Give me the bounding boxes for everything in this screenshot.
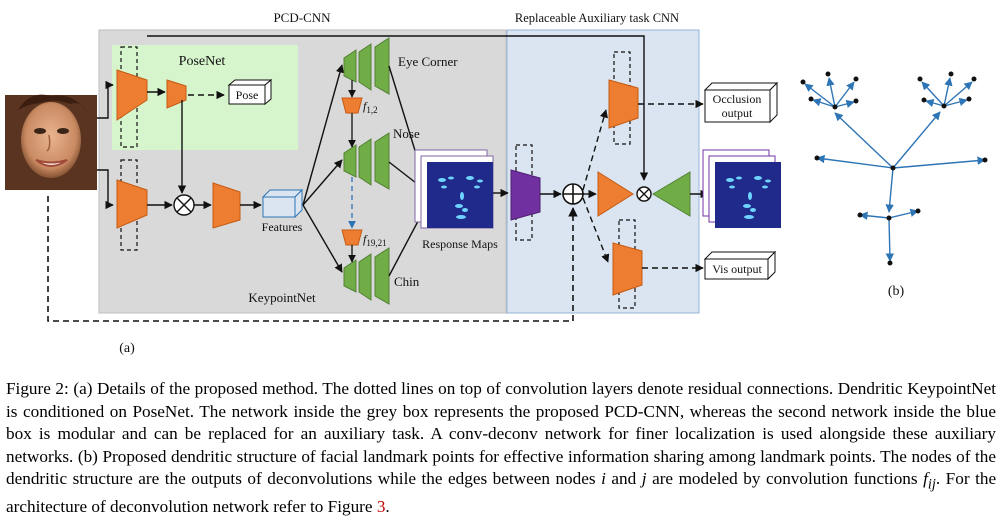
eye-corner-label: Eye Corner (398, 54, 458, 69)
nose-deconv-stack (343, 132, 390, 190)
pose-output-box (227, 78, 273, 106)
posenet-conv-layer (116, 46, 148, 148)
auxiliary-blue-box (506, 29, 700, 314)
skip-connection-dashed (47, 196, 578, 322)
caption-f-symbol: f (923, 469, 928, 489)
eye-corner-deconv-stack (343, 37, 390, 95)
multiply-node-1 (173, 194, 195, 216)
features-block (261, 188, 304, 219)
panel-b-label: (b) (888, 284, 905, 299)
caption-label: Figure 2: (6, 379, 69, 398)
keypointnet-label: KeypointNet (248, 290, 316, 305)
multiply-node-2 (636, 186, 652, 202)
vis-conv-layer (612, 219, 643, 309)
occlusion-conv-layer (608, 51, 639, 145)
caption-var-j: j (641, 469, 647, 489)
chin-label: Chin (394, 274, 420, 289)
response-maps-stack (414, 149, 494, 229)
caption-text-part1: (a) Details of the proposed method. The … (6, 379, 997, 489)
caption-and: and (611, 469, 637, 489)
caption-f-subscript: ij (927, 476, 936, 493)
panel-a-label: (a) (119, 341, 135, 356)
caption-var-i: i (601, 469, 606, 489)
aux-cnn-title: Replaceable Auxiliary task CNN (515, 11, 679, 25)
response-maps-label: Response Maps (422, 237, 498, 251)
figure-3-link[interactable]: 3 (376, 497, 386, 517)
keypoint-conv-layer (116, 159, 148, 251)
posenet-label: PoseNet (179, 54, 226, 69)
architecture-figure: PCD-CNN Replaceable Auxiliary task CNN P… (5, 10, 988, 356)
occlusion-output-box (703, 81, 779, 124)
face-image (5, 94, 97, 190)
auxiliary-input-conv (510, 144, 541, 241)
dendritic-nodes (800, 71, 988, 266)
fine-conv-triangle (597, 171, 634, 217)
chin-deconv-stack (343, 247, 390, 305)
posenet-fc-layer (166, 79, 187, 109)
dendritic-tree (804, 77, 986, 262)
vis-output-box (703, 250, 777, 281)
occlusion-label-line2: output (722, 106, 753, 120)
f12-conv (341, 97, 363, 114)
vis-output-label: Vis output (712, 262, 762, 276)
refined-response-maps (702, 149, 781, 228)
occlusion-label-line1: Occlusion (713, 92, 762, 106)
caption-text-part2: are modeled by convolution functions (652, 469, 918, 489)
nose-label: Nose (393, 126, 420, 141)
shared-conv-layer (212, 182, 241, 229)
caption-end: . (385, 497, 390, 517)
features-label: Features (262, 220, 303, 234)
pcd-cnn-title: PCD-CNN (273, 10, 331, 25)
f1921-conv (341, 229, 363, 246)
figure-caption: Figure 2: (a) Details of the proposed me… (6, 378, 996, 519)
sum-node (562, 183, 584, 205)
pose-label: Pose (236, 88, 259, 102)
